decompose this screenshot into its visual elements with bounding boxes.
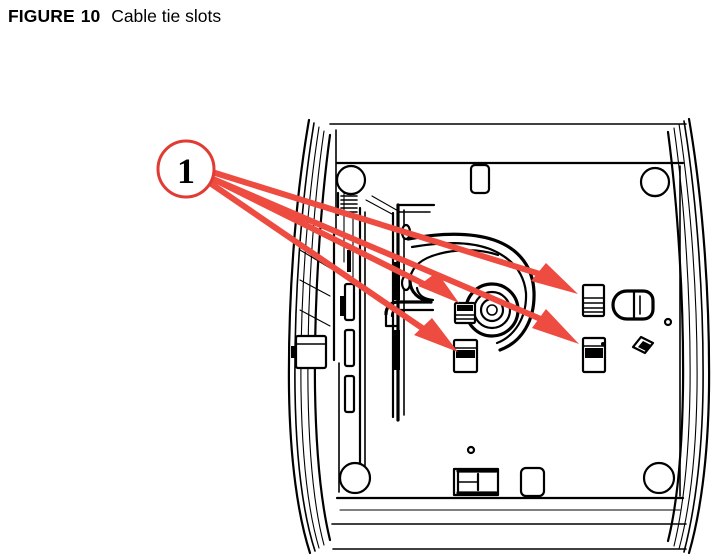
cable-tie-slot-inner-upper — [453, 301, 477, 325]
small-hole-right — [663, 317, 673, 327]
mounting-hole-bottom-left — [338, 461, 372, 495]
mounting-hole-bottom-right — [642, 461, 676, 495]
left-side-tab — [291, 334, 328, 370]
callout-1-number: 1 — [177, 151, 195, 191]
cable-tie-slot-inner-lower — [452, 338, 479, 374]
keyhole-mount-slot — [611, 289, 655, 321]
housing-left-curved-edge — [287, 118, 332, 555]
bottom-rounded-slot — [519, 466, 546, 498]
callout-leaders — [207, 169, 579, 352]
housing-right-curved-edge — [666, 117, 711, 555]
figure-caption: FIGURE 10 Cable tie slots — [8, 2, 221, 30]
figure-caption-label: FIGURE — [8, 5, 75, 26]
figure-caption-number: 10 — [80, 5, 101, 26]
callout-1-circle[interactable] — [156, 139, 216, 199]
leader-arrow-3 — [211, 169, 578, 294]
leader-arrow-2 — [208, 180, 458, 352]
leader-arrow-4 — [211, 176, 579, 344]
top-rounded-slot — [469, 163, 491, 195]
small-hole-bottom-center — [466, 445, 476, 455]
bottom-latch-feature — [452, 467, 500, 497]
cable-tie-slot-outer-lower — [581, 336, 607, 374]
diamond-marker — [631, 335, 655, 355]
mounting-hole-top-left — [335, 164, 367, 196]
device-housing — [287, 117, 711, 555]
callout-1[interactable]: 1 — [156, 139, 216, 199]
mounting-hole-top-right — [639, 166, 671, 198]
panel-hairlines — [299, 195, 401, 327]
figure-caption-title: Cable tie slots — [111, 5, 222, 26]
cable-tie-slot-outer-upper — [581, 283, 606, 318]
